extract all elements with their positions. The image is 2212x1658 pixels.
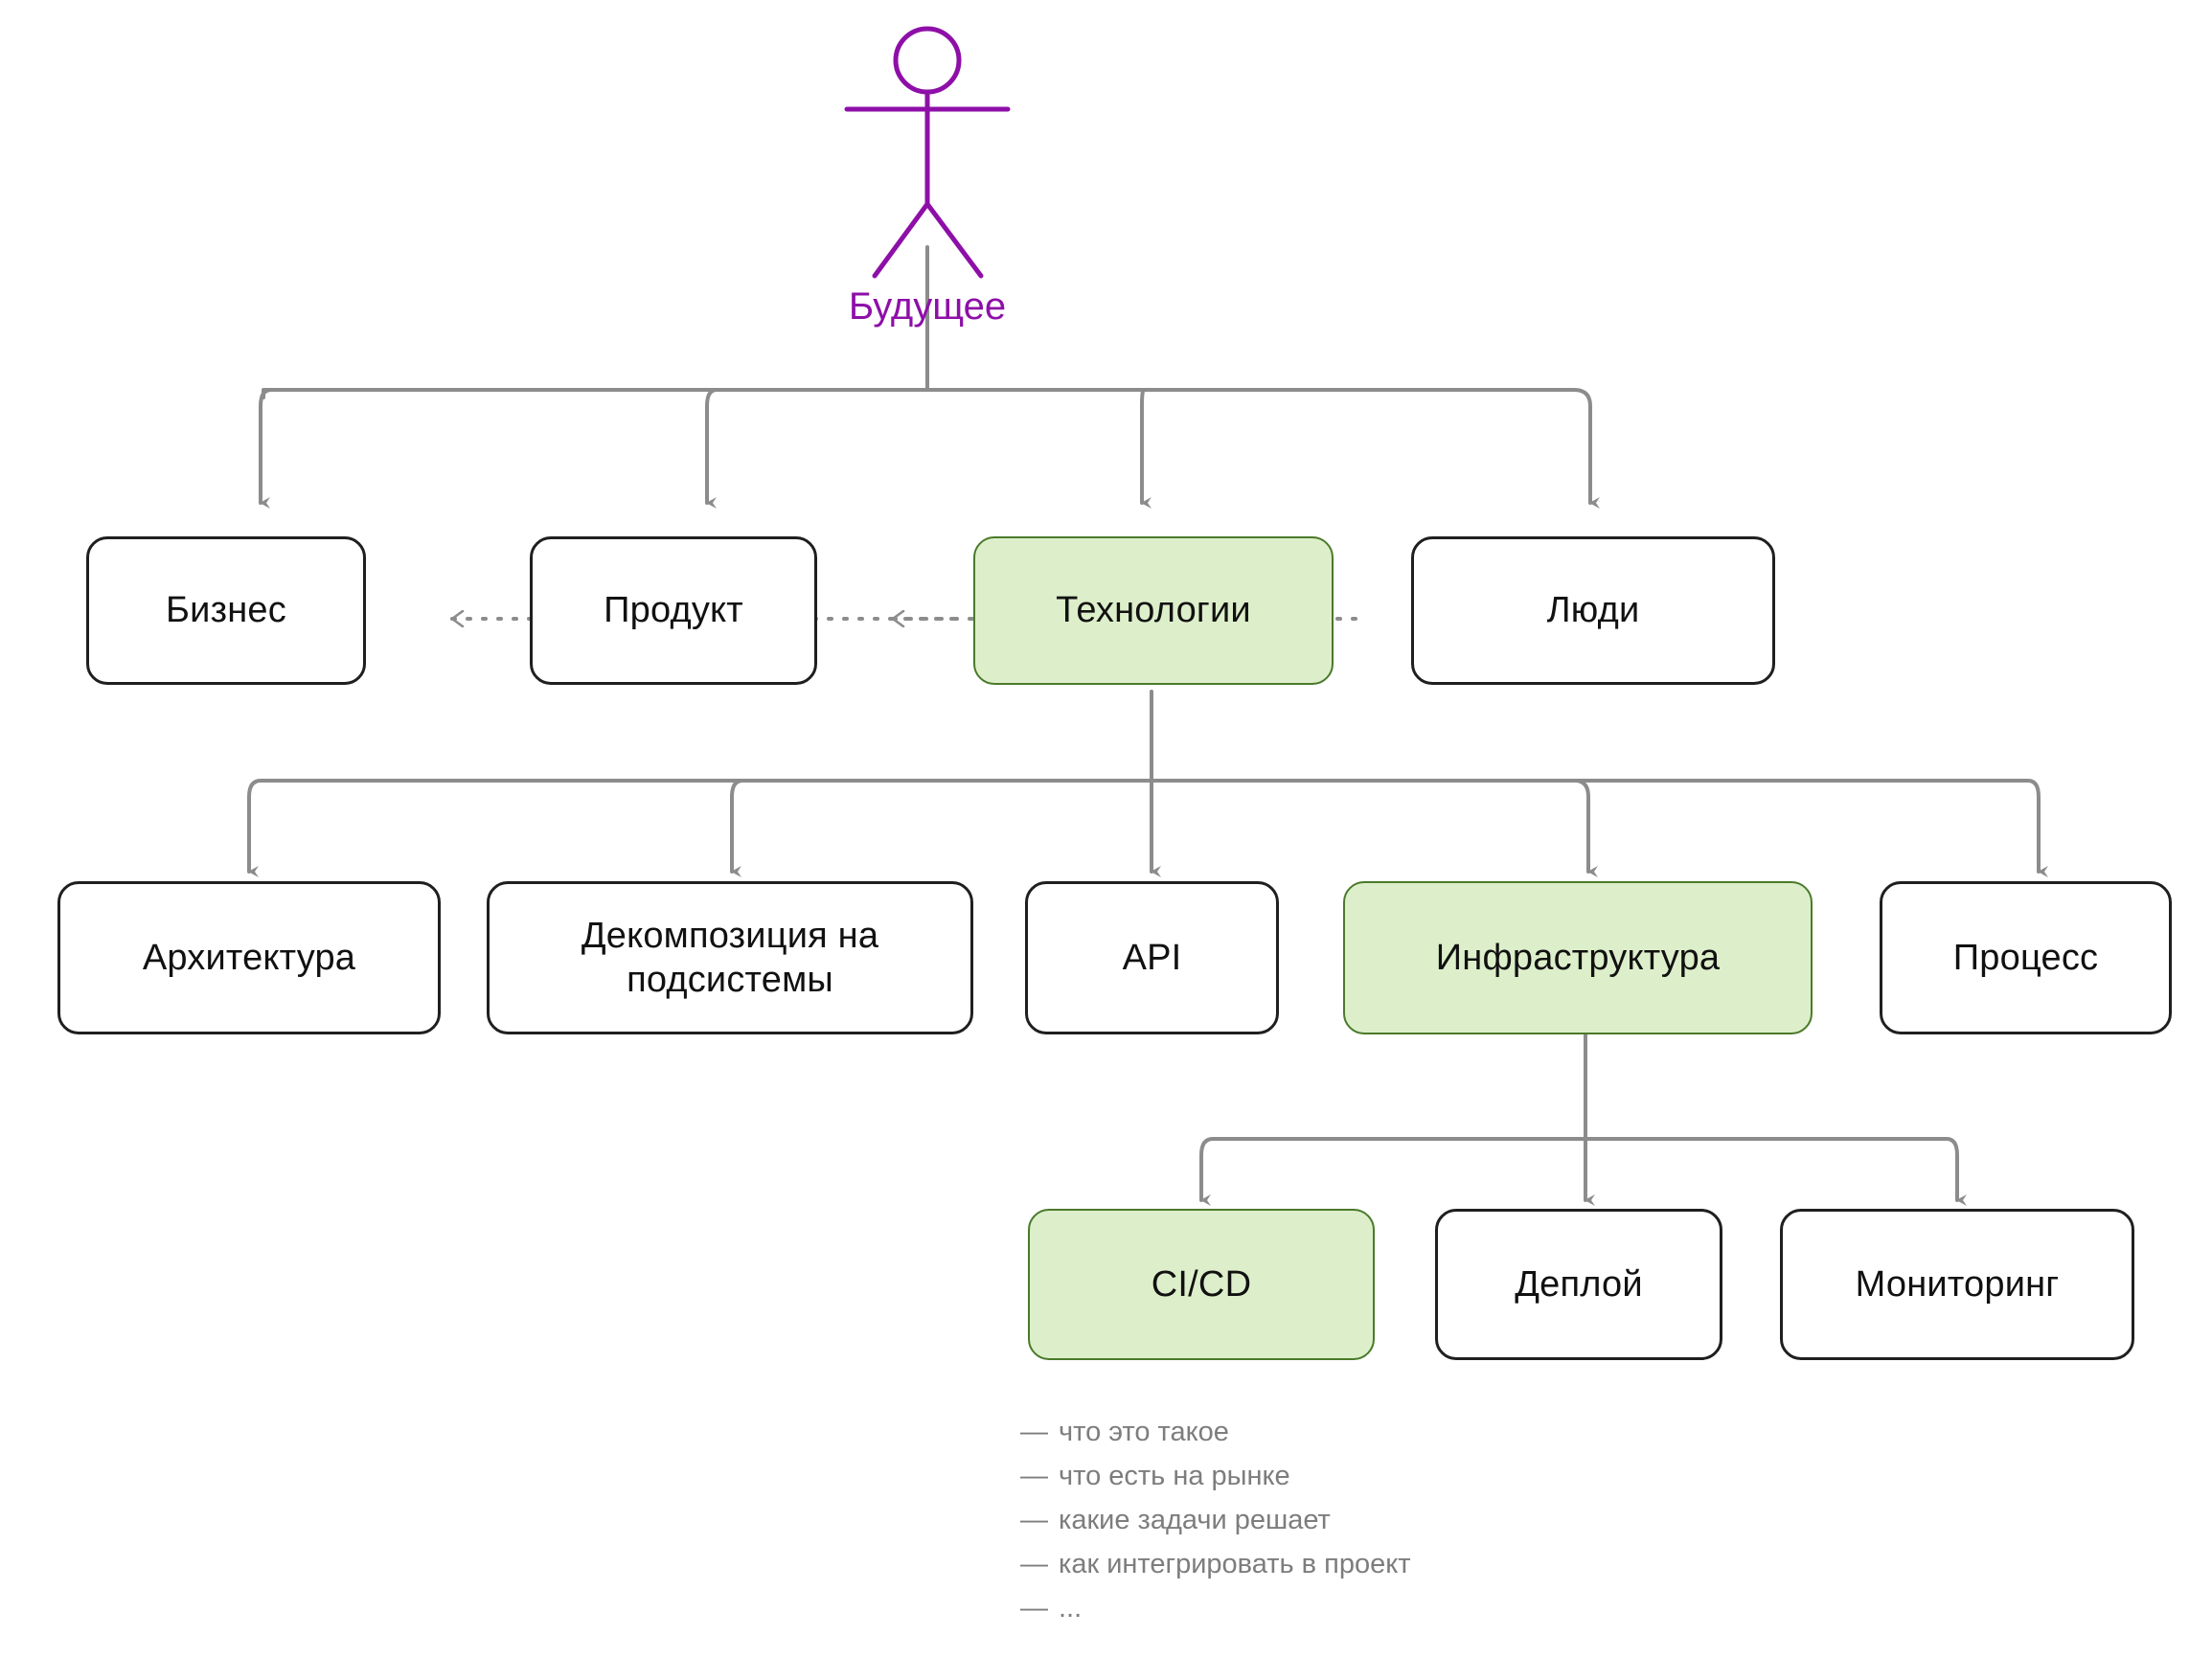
node-decomposition[interactable]: Декомпозиция на подсистемы	[487, 881, 973, 1034]
list-item: — какие задачи решает	[1020, 1498, 1411, 1542]
list-item-label: какие задачи решает	[1059, 1505, 1331, 1535]
node-people[interactable]: Люди	[1411, 536, 1775, 685]
node-business-label: Бизнес	[166, 590, 286, 631]
node-deploy-label: Деплой	[1515, 1263, 1643, 1305]
list-item: — как интегрировать в проект	[1020, 1542, 1411, 1586]
dash-marker: —	[1020, 1505, 1048, 1535]
node-technology-label: Технологии	[1056, 590, 1251, 631]
list-item: — что это такое	[1020, 1410, 1411, 1454]
dash-marker: —	[1020, 1461, 1048, 1491]
connectors-infrastructure-to-level3	[1199, 1033, 1967, 1206]
node-infrastructure[interactable]: Инфраструктура	[1343, 881, 1813, 1034]
node-product-label: Продукт	[604, 590, 743, 631]
node-people-label: Люди	[1546, 590, 1640, 631]
actor-stick-figure	[844, 26, 1011, 279]
node-monitoring[interactable]: Мониторинг	[1780, 1209, 2134, 1360]
dash-marker: —	[1020, 1549, 1048, 1579]
node-business[interactable]: Бизнес	[86, 536, 366, 685]
node-api-label: API	[1122, 937, 1182, 978]
actor-label: Будущее	[848, 285, 1007, 328]
node-process[interactable]: Процесс	[1880, 881, 2172, 1034]
notes-list: — что это такое — что есть на рынке — какие…	[1020, 1410, 1411, 1630]
node-process-label: Процесс	[1952, 937, 2099, 978]
node-api[interactable]: API	[1025, 881, 1279, 1034]
list-item: —...	[1020, 1586, 1411, 1630]
list-item-label: как интегрировать в проект	[1059, 1549, 1411, 1579]
list-item-label: ...	[1059, 1593, 1083, 1624]
node-architecture-label: Архитектура	[142, 937, 356, 978]
dash-marker: —	[1020, 1417, 1048, 1447]
node-architecture[interactable]: Архитектура	[57, 881, 441, 1034]
dash-marker: —	[1020, 1593, 1048, 1624]
connectors-technology-to-level2	[247, 690, 2048, 877]
list-item-label: что есть на рынке	[1059, 1461, 1290, 1491]
node-infrastructure-label: Инфраструктура	[1435, 937, 1721, 978]
node-monitoring-label: Мониторинг	[1855, 1263, 2060, 1305]
list-item-label: что это такое	[1059, 1417, 1229, 1447]
node-cicd[interactable]: CI/CD	[1028, 1209, 1375, 1360]
node-decomposition-label: Декомпозиция на подсистемы	[581, 915, 879, 1000]
node-cicd-label: CI/CD	[1151, 1263, 1252, 1305]
node-product[interactable]: Продукт	[530, 536, 817, 685]
node-deploy[interactable]: Деплой	[1435, 1209, 1722, 1360]
list-item: — что есть на рынке	[1020, 1454, 1411, 1498]
node-technology[interactable]: Технологии	[973, 536, 1334, 685]
